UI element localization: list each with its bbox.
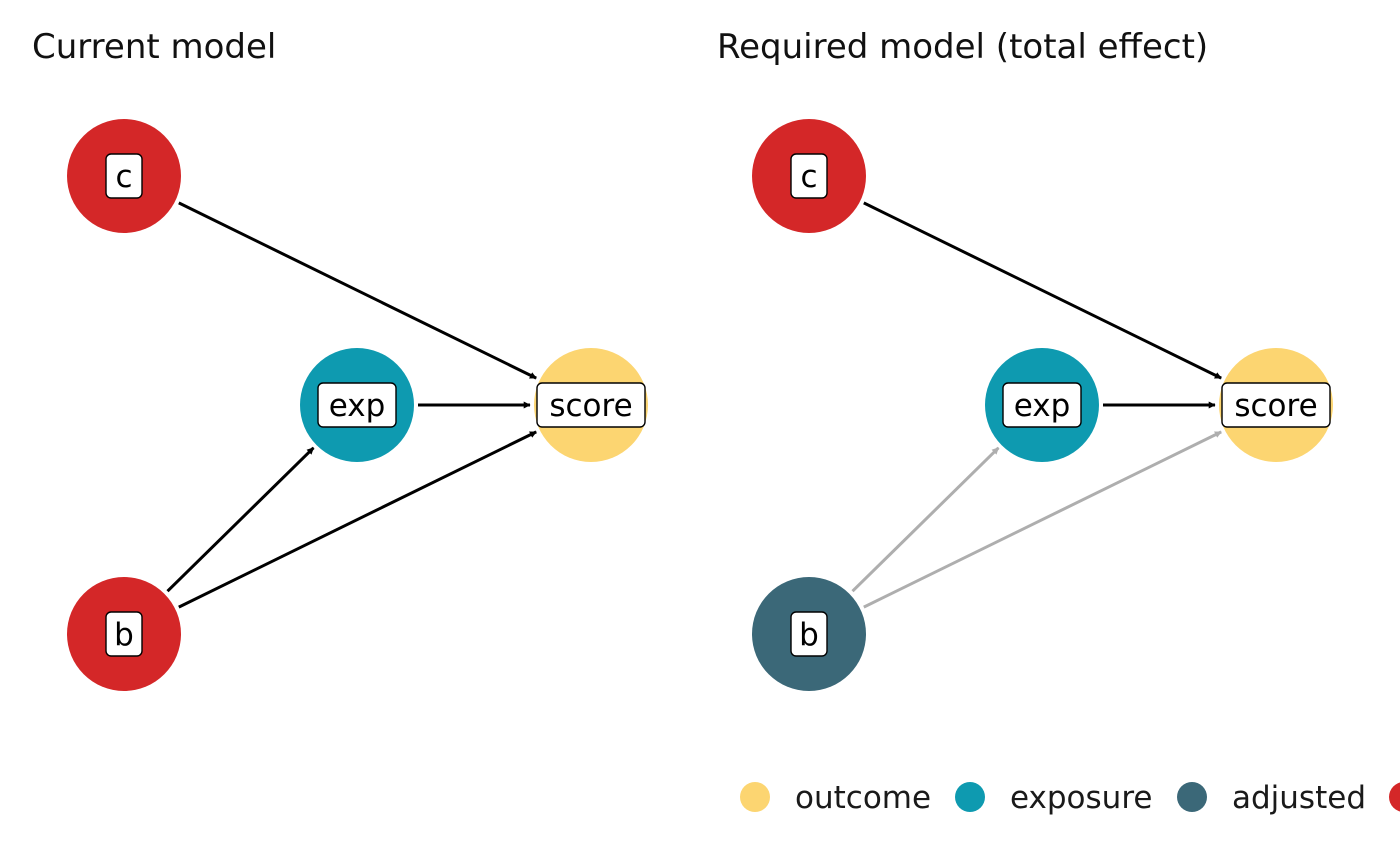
node-b[interactable]: b [67, 577, 181, 691]
node-label-box-score [1221, 382, 1331, 428]
node-label-box-b [105, 611, 143, 657]
edge-b-to-score [178, 430, 537, 609]
edge-c-to-score [178, 201, 537, 380]
edge-b-to-exp [166, 446, 315, 593]
panel-required-model: Required model (total effect) c exp score b [717, 27, 1333, 691]
nodes-layer: c exp score b [752, 119, 1333, 691]
node-label-box-exp [1002, 382, 1082, 428]
node-label-b: b [799, 617, 819, 653]
legend: outcome exposure adjusted [740, 780, 1400, 816]
legend-item-adjusted: adjusted [1177, 780, 1366, 816]
node-label-exp: exp [1014, 388, 1071, 424]
edges-layer [166, 201, 537, 609]
node-c[interactable]: c [67, 119, 181, 233]
node-score[interactable]: score [1219, 348, 1333, 462]
node-label-c: c [115, 159, 132, 195]
node-b[interactable]: b [752, 577, 866, 691]
edge-c-to-score [863, 201, 1222, 380]
node-label-box-b [790, 611, 828, 657]
legend-label-exposure: exposure [1010, 780, 1152, 816]
node-label-box-exp [317, 382, 397, 428]
node-exp[interactable]: exp [300, 348, 414, 462]
node-label-box-score [536, 382, 646, 428]
node-label-b: b [114, 617, 134, 653]
legend-key-adjusted [1177, 782, 1207, 812]
panel-title-required: Required model (total effect) [717, 27, 1208, 67]
panel-title-current: Current model [32, 27, 276, 67]
node-label-score: score [1234, 388, 1317, 424]
legend-key-exposure [955, 782, 985, 812]
edge-b-to-score [863, 430, 1222, 609]
edge-b-to-exp [851, 446, 1000, 593]
edges-layer [851, 201, 1222, 609]
legend-key-unadjusted [1389, 782, 1400, 812]
legend-item-outcome: outcome [740, 780, 931, 816]
legend-item-exposure: exposure [955, 780, 1152, 816]
node-label-exp: exp [329, 388, 386, 424]
legend-label-outcome: outcome [795, 780, 931, 816]
node-label-c: c [800, 159, 817, 195]
node-label-box-c [105, 153, 143, 199]
node-exp[interactable]: exp [985, 348, 1099, 462]
node-c[interactable]: c [752, 119, 866, 233]
node-label-box-c [790, 153, 828, 199]
legend-label-adjusted: adjusted [1232, 780, 1366, 816]
legend-item-unadjusted [1389, 782, 1400, 812]
legend-key-outcome [740, 782, 770, 812]
node-label-score: score [549, 388, 632, 424]
nodes-layer: c exp score b [67, 119, 648, 691]
node-score[interactable]: score [534, 348, 648, 462]
panel-current-model: Current model c exp score b [32, 27, 648, 691]
